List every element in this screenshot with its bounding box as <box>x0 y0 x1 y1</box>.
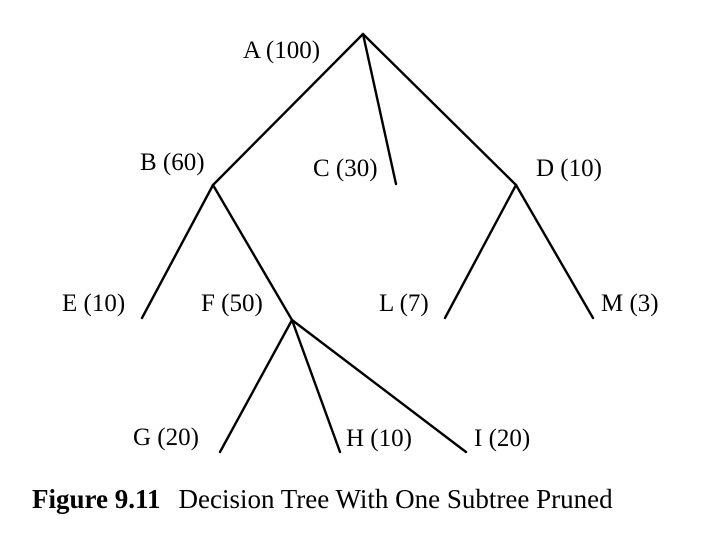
edge-d-l <box>443 183 518 320</box>
edge-b-f <box>211 183 294 322</box>
edge-a-b <box>211 32 365 187</box>
figure-title: Decision Tree With One Subtree Pruned <box>178 484 613 514</box>
node-h-label: H (10) <box>346 425 412 452</box>
edge-d-m <box>514 183 595 320</box>
figure-number: Figure 9.11 <box>32 484 161 514</box>
edge-a-d <box>361 32 518 187</box>
node-l-label: L (7) <box>379 290 429 317</box>
node-m-label: M (3) <box>601 290 659 317</box>
edge-f-g <box>218 318 294 454</box>
node-b-label: B (60) <box>140 149 205 176</box>
tree-edges <box>140 32 595 454</box>
edge-a-c <box>361 32 398 186</box>
edge-f-i <box>290 318 468 454</box>
node-c-label: C (30) <box>313 155 378 182</box>
edge-f-h <box>290 318 342 454</box>
decision-tree-diagram: A (100) B (60) C (30) D (10) E (10) F (5… <box>62 32 659 454</box>
node-f-label: F (50) <box>201 290 263 317</box>
node-d-label: D (10) <box>536 155 602 182</box>
node-a-label: A (100) <box>243 37 320 64</box>
node-e-label: E (10) <box>62 290 125 317</box>
tree-labels: A (100) B (60) C (30) D (10) E (10) F (5… <box>62 37 659 452</box>
edge-b-e <box>140 183 215 320</box>
figure-caption: Figure 9.11 Decision Tree With One Subtre… <box>32 484 613 515</box>
node-i-label: I (20) <box>474 425 530 452</box>
node-g-label: G (20) <box>133 424 199 451</box>
